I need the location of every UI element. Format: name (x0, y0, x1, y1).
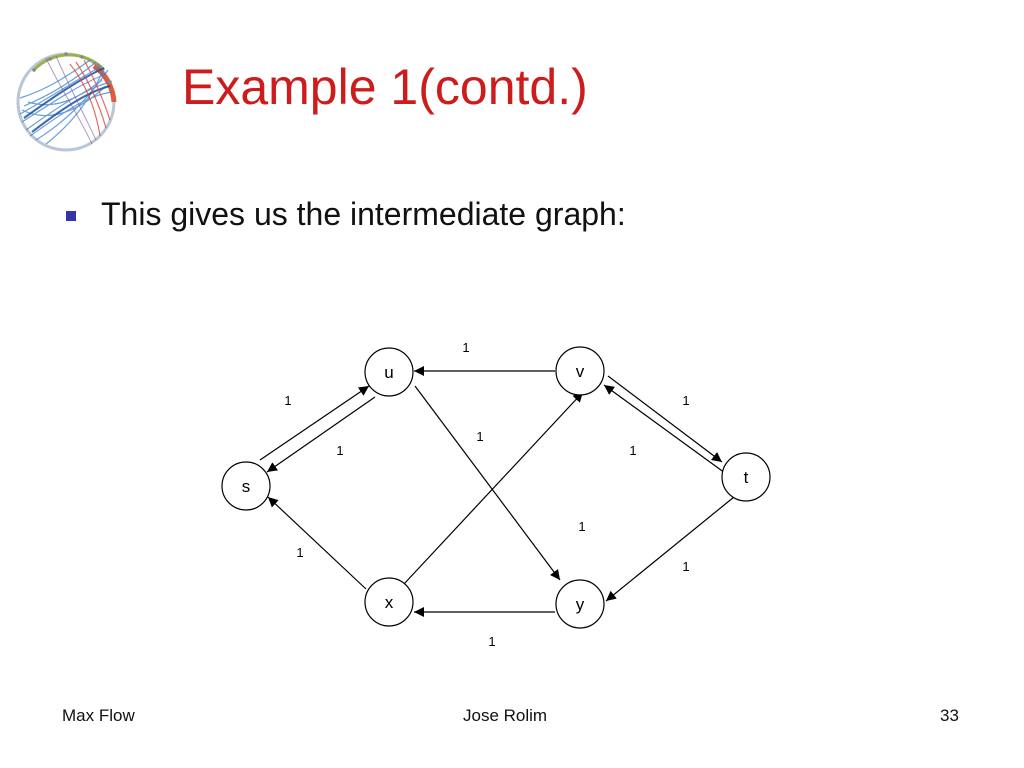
network-circle-logo-icon (16, 52, 117, 152)
edge-label-s-u: 1 (284, 393, 291, 408)
node-label-t: t (744, 468, 749, 487)
edge-x-v (403, 391, 584, 585)
edge-label-v-t: 1 (682, 393, 689, 408)
edge-x-s (267, 496, 367, 590)
footer-page-number: 33 (940, 706, 959, 725)
node-x: x (364, 577, 414, 627)
edge-u-y (414, 385, 561, 581)
node-label-u: u (384, 363, 393, 382)
node-label-s: s (242, 477, 251, 496)
edge-label-t-v: 1 (629, 443, 636, 458)
edge-label-u-y: 1 (476, 429, 483, 444)
node-y: y (555, 579, 605, 629)
edge-label-t-y: 1 (682, 559, 689, 574)
node-label-v: v (576, 362, 585, 381)
edge-u-s (266, 396, 376, 473)
footer-course-title: Max Flow (62, 706, 135, 725)
edge-label-v-u: 1 (462, 340, 469, 355)
edge-t-v (603, 384, 726, 474)
bullet-text: This gives us the intermediate graph: (101, 196, 626, 232)
edge-label-x-s: 1 (296, 545, 303, 560)
node-label-y: y (576, 595, 585, 614)
edge-label-u-s: 1 (336, 443, 343, 458)
edge-s-u (259, 385, 370, 461)
node-t: t (721, 452, 771, 502)
edge-label-x-v: 1 (578, 519, 585, 534)
node-label-x: x (385, 593, 394, 612)
edge-t-y (605, 496, 735, 602)
square-bullet-icon (66, 210, 76, 221)
footer-author: Jose Rolim (463, 706, 548, 725)
bullet-list-item: This gives us the intermediate graph: (66, 196, 626, 233)
edge-label-y-x: 1 (488, 634, 495, 649)
node-v: v (555, 346, 605, 396)
edge-v-t (607, 375, 723, 463)
page-title: Example 1(contd.) (182, 59, 588, 115)
node-s: s (221, 461, 271, 511)
node-u: u (364, 347, 414, 397)
